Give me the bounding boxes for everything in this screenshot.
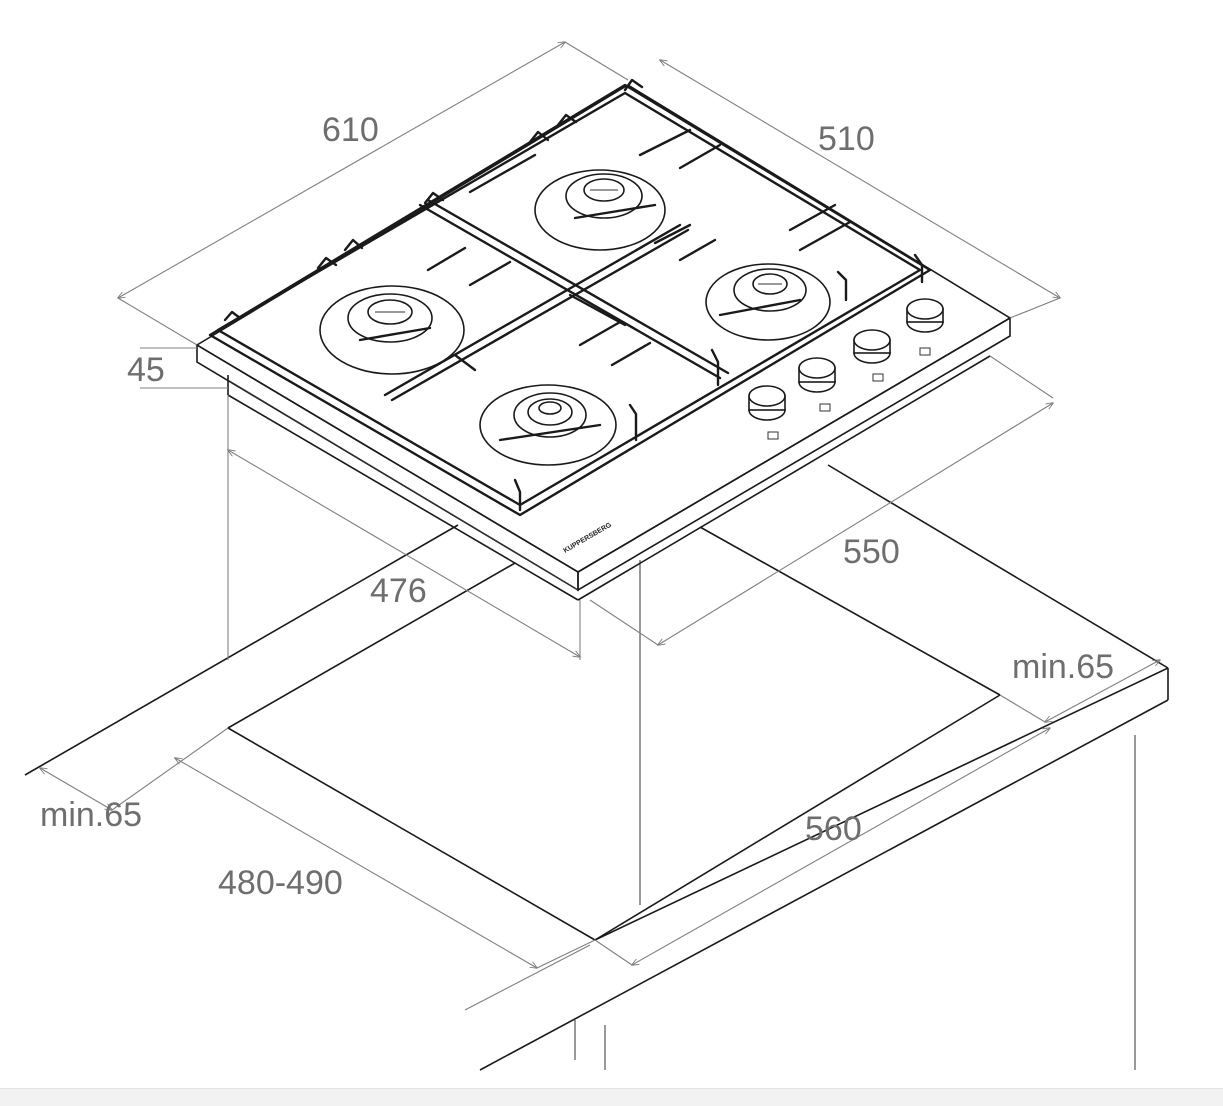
burner-right [705,263,831,341]
knob-1 [748,385,786,440]
dimension-560: 560 [464,728,1050,1011]
dimension-476: 476 [228,395,580,660]
dimension-476-label: 476 [370,572,427,610]
dimension-480-490-label: 480-490 [218,864,343,902]
dimension-45-label: 45 [127,351,165,389]
dimension-480-490: 480-490 [175,758,596,968]
dimension-510: 510 [660,60,1060,319]
knob-3 [853,329,891,382]
knob-2 [798,357,836,412]
cutout [227,526,1001,941]
dimension-min65-left-label: min.65 [40,796,142,834]
dimension-560-label: 560 [805,810,862,848]
dimension-510-label: 510 [818,120,875,158]
bottom-strip [0,1088,1223,1106]
burner-front-center [479,384,617,466]
countertop [24,464,1169,1071]
dimension-550: 550 [589,355,1053,645]
dimension-min65-left: min.65 [40,727,229,834]
burner-rear-left [534,169,666,251]
dimension-45: 45 [127,347,228,389]
dimension-min65-right: min.65 [999,648,1160,722]
brand-label: KUPPERSBERG [563,521,614,554]
dimension-550-label: 550 [843,533,900,571]
dimension-610-label: 610 [322,111,379,149]
dimension-610: 610 [118,42,629,346]
knob-4 [906,298,944,356]
pan-supports-over [358,203,802,442]
burner-front-left [319,285,465,375]
dimension-min65-right-label: min.65 [1012,648,1114,686]
